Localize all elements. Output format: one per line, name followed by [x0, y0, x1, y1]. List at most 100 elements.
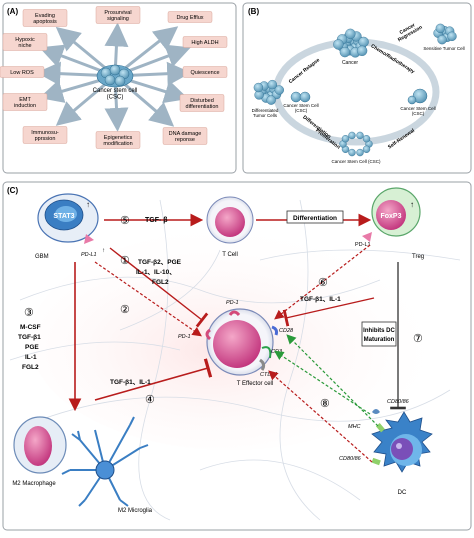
mhc-label: MHC: [348, 424, 361, 430]
left-factor-3: PGE: [25, 344, 39, 351]
inhibits-line-2: Maturation: [364, 337, 395, 343]
trait-box: Immunosu-pprssion: [22, 126, 68, 144]
trait-label: Quiescence: [190, 70, 219, 76]
pdl1-treg-icon: [362, 232, 372, 242]
vein-0: [19, 276, 381, 304]
vein-5: [259, 249, 461, 261]
trait-label: High ALDH: [191, 40, 218, 46]
pdl1-treg-label: PD-L1: [355, 242, 371, 248]
trait-label: Immunosu-pprssion: [31, 130, 59, 142]
m2-macrophage-cell: [13, 416, 67, 474]
csc-right-label: Cancer Stem Cell(CSC): [400, 106, 435, 116]
csc-center-label: Cancer stem cell(CSC): [93, 88, 138, 101]
dc-cell: [371, 409, 433, 473]
differentiation-box: [286, 210, 344, 224]
panel-b: (B) Cancer Sensitive Tumor Cell Cancer S…: [242, 2, 472, 174]
number-2: ②: [120, 304, 130, 316]
treg-label: Treg: [412, 254, 424, 260]
trait-label: Drug Efflux: [176, 15, 203, 21]
pdl1-up-arrow-icon: ↑: [102, 248, 105, 254]
trait-box: Quiescence: [182, 66, 228, 78]
gbm-cell: [37, 193, 99, 243]
vein-4: [9, 341, 181, 361]
csc-bottom-ring: [339, 131, 373, 157]
cd28-label: CD28: [279, 328, 294, 334]
number-3: ③: [24, 307, 34, 319]
arrow-cd80-cd28: [286, 334, 379, 427]
ctla4-label: CTLA4: [260, 372, 277, 378]
stat3-up-arrow-icon: ↑: [86, 200, 90, 209]
arrow-gbm-inhibits-effector: [109, 247, 209, 328]
trait-box: High ALDH: [182, 36, 228, 48]
vein-1: [39, 389, 451, 422]
inhibits-dc-box: [361, 321, 397, 347]
cd80-left-receptor: [371, 457, 381, 466]
panel-c: (C) STAT3 ↑ GBM PD-L1 ↑ T Cell FoxP3 ↑ P…: [2, 181, 472, 531]
csc-right-cell: [407, 88, 428, 105]
cd3-receptor: [261, 346, 272, 359]
csc-cluster: [96, 64, 134, 88]
number-8: ⑧: [320, 398, 330, 410]
cancer-label: Cancer: [342, 60, 358, 66]
arrow-mhc-cd3: [273, 350, 371, 415]
dc-label: DC: [398, 490, 407, 496]
t-cell-label: T Cell: [222, 252, 238, 258]
pdl1-gbm-icon: [84, 234, 94, 244]
foxp3-label: FoxP3: [380, 213, 401, 220]
csc-left-label: Cancer Stem Cell(CSC): [283, 103, 318, 113]
effector-cell: [205, 308, 278, 376]
trait-box: Drug Efflux: [167, 11, 213, 23]
arrow-cd80-ctla4: [268, 370, 373, 463]
gbm-label: GBM: [35, 254, 49, 260]
trait-label: Low ROS: [10, 70, 34, 76]
cd28-receptor: [271, 325, 278, 336]
panel-c-label: (C): [7, 186, 18, 195]
arrow-pdl1-pd1-gbm: [94, 261, 202, 337]
number-7: ⑦: [413, 333, 423, 345]
number-6: ⑥: [318, 277, 328, 289]
trait-box: Low ROS: [0, 66, 45, 78]
vein-6: [199, 459, 361, 501]
stat3-label: STAT3: [53, 213, 74, 220]
differentiation-label: Differentiation: [293, 215, 337, 222]
panel-a-label: (A): [7, 7, 18, 16]
effector-label: T Effector cell: [237, 381, 273, 387]
number-1: ①: [120, 255, 130, 267]
csc-bottom-label: Cancer Stem Cell (CSC): [331, 159, 381, 164]
pd1-top-label: PD-1: [226, 300, 239, 306]
arrow-treg-inhibits-effector: [282, 297, 375, 327]
differentiated-cluster: [253, 79, 284, 105]
factors-1c: FGL2: [152, 279, 169, 286]
t-cell: [206, 196, 254, 244]
cd80-86-left-label: CD80/86: [339, 456, 362, 462]
arrow-microglia-inhibits-effector: [94, 358, 213, 401]
m2-macrophage-label: M2 Macrophage: [12, 481, 56, 487]
pd1-top-receptor: [228, 310, 241, 317]
treg-cell: [371, 187, 421, 237]
left-factor-2: TGF-β1: [18, 334, 41, 341]
vein-7: [119, 249, 221, 331]
pdl1-gbm-label: PD-L1: [81, 252, 97, 258]
foxp3-up-arrow-icon: ↑: [410, 200, 414, 209]
vein-3: [279, 199, 321, 521]
csc-left-cells: [290, 91, 311, 103]
number-5: ⑤: [120, 215, 130, 227]
tgfb1-il1-right: TGF-β1、IL-1: [300, 296, 341, 303]
tgfb-top-label: TGF- β: [145, 217, 168, 224]
